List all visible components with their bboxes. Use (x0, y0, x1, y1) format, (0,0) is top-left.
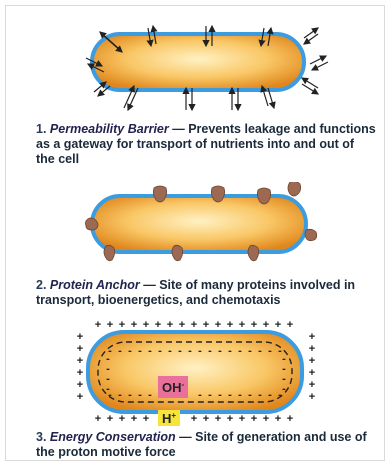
outside-charge: + (203, 413, 209, 425)
cell-protein-anchor-diagram (6, 182, 386, 272)
inside-charge: - (128, 345, 132, 357)
outside-charge: + (77, 391, 83, 403)
outside-charge: + (263, 319, 269, 331)
inside-charge: - (106, 383, 110, 395)
inside-charge: - (268, 345, 272, 357)
outside-charge: + (119, 413, 125, 425)
inside-charge: - (148, 345, 152, 357)
inside-charge: - (208, 345, 212, 357)
inside-charge: - (238, 389, 242, 401)
inside-charge: - (282, 383, 286, 395)
inside-charge: - (218, 389, 222, 401)
inside-charge: - (208, 389, 212, 401)
caption-title: Permeability Barrier (50, 122, 169, 136)
inside-charge: - (228, 345, 232, 357)
outside-charge: + (143, 413, 149, 425)
inside-charge: - (258, 345, 262, 357)
outside-charge: + (309, 343, 315, 355)
inside-charge: - (128, 389, 132, 401)
caption-number: 2. (36, 278, 46, 292)
cell-energy-conservation-diagram: + + + + + + + + + + + + + + + + + + + + + + + + + + + + + + + + + + + + + + + +… (6, 318, 386, 426)
outside-charge: + (167, 319, 173, 331)
figure-frame: 1. Permeability Barrier — Prevents leaka… (5, 5, 385, 461)
outside-charge: + (309, 367, 315, 379)
inside-charge: - (198, 389, 202, 401)
cell-body (92, 196, 306, 252)
inside-charge: - (168, 345, 172, 357)
inside-charge: - (218, 345, 222, 357)
outside-charge: + (179, 319, 185, 331)
inside-charge: - (268, 389, 272, 401)
outside-charge: + (263, 413, 269, 425)
inside-charge: - (138, 389, 142, 401)
outside-charge: + (107, 319, 113, 331)
caption-permeability: 1. Permeability Barrier — Prevents leaka… (36, 122, 376, 167)
outside-charge: + (227, 413, 233, 425)
inside-charge: - (248, 345, 252, 357)
outside-charge: + (191, 413, 197, 425)
caption-title: Protein Anchor (50, 278, 140, 292)
outside-charge: + (251, 413, 257, 425)
cell-permeability-diagram (6, 6, 386, 116)
inside-charge: - (138, 345, 142, 357)
outside-charge: + (95, 319, 101, 331)
caption-dash: — (176, 430, 195, 444)
inside-charge: - (188, 345, 192, 357)
outside-charge: + (239, 319, 245, 331)
outside-charge: + (227, 319, 233, 331)
outside-charge: + (143, 319, 149, 331)
inside-charge: - (238, 345, 242, 357)
outside-charge: + (203, 319, 209, 331)
outside-charge: + (287, 319, 293, 331)
outside-charge: + (77, 343, 83, 355)
inside-charge: - (158, 345, 162, 357)
caption-energy-conservation: 3. Energy Conservation — Site of generat… (36, 430, 376, 460)
inside-charge: - (118, 389, 122, 401)
hydroxide-label: OH- (162, 380, 185, 395)
outside-charge: + (309, 391, 315, 403)
inside-charge: - (118, 345, 122, 357)
outside-charge: + (251, 319, 257, 331)
inside-charge: - (228, 389, 232, 401)
outside-charge: + (77, 331, 83, 343)
outside-charge: + (155, 319, 161, 331)
outside-charge: + (191, 319, 197, 331)
outside-charge: + (275, 319, 281, 331)
outside-charge: + (119, 319, 125, 331)
cell-body (92, 34, 304, 90)
outside-charge: + (95, 413, 101, 425)
outside-charge: + (215, 319, 221, 331)
outside-charge: + (131, 319, 137, 331)
inside-charge: - (148, 389, 152, 401)
outside-charge: + (275, 413, 281, 425)
caption-number: 1. (36, 122, 46, 136)
outside-charge: + (309, 355, 315, 367)
inside-charge: - (178, 345, 182, 357)
outside-charge: + (287, 413, 293, 425)
outside-charge: + (77, 355, 83, 367)
outside-charge: + (309, 379, 315, 391)
outside-charge: + (239, 413, 245, 425)
outside-charge: + (215, 413, 221, 425)
caption-dash: — (140, 278, 159, 292)
inside-charge: - (198, 345, 202, 357)
outside-charge: + (131, 413, 137, 425)
caption-title: Energy Conservation (50, 430, 176, 444)
caption-protein-anchor: 2. Protein Anchor — Site of many protein… (36, 278, 376, 308)
caption-dash: — (169, 122, 188, 136)
outside-charge: + (77, 379, 83, 391)
caption-number: 3. (36, 430, 46, 444)
outside-charge: + (309, 331, 315, 343)
outside-charge: + (107, 413, 113, 425)
outside-charge: + (77, 367, 83, 379)
inside-charge: - (248, 389, 252, 401)
inside-charge: - (258, 389, 262, 401)
